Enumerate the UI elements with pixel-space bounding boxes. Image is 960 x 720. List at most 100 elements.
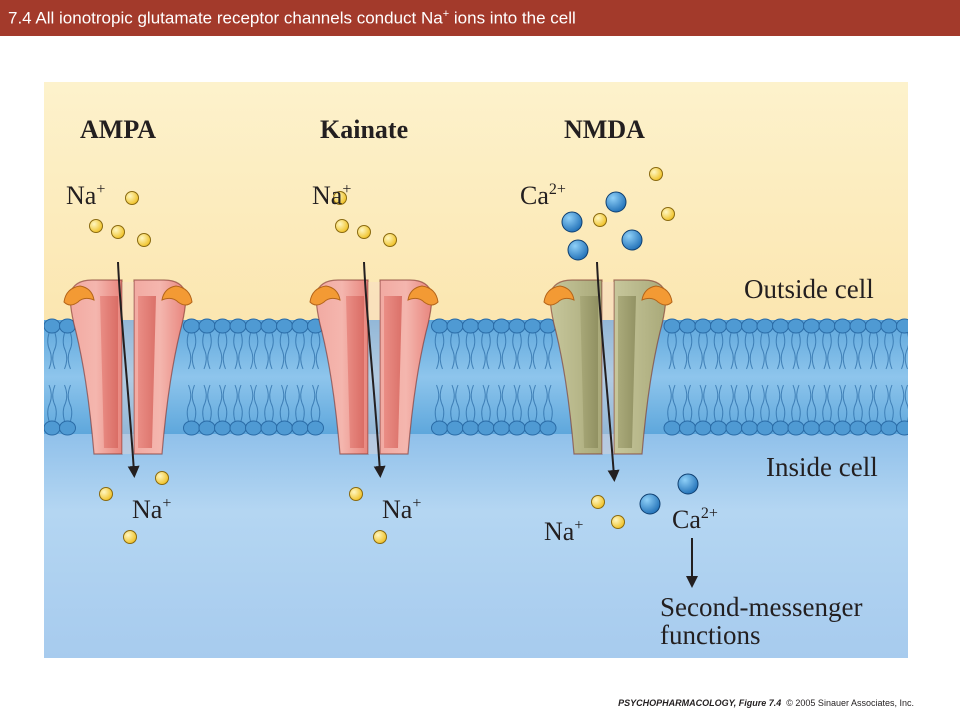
lipid-tail xyxy=(295,332,300,370)
lipid-tail xyxy=(486,332,491,370)
lipid-tail xyxy=(465,384,471,422)
lipid-head xyxy=(679,420,696,436)
lipid-tail xyxy=(310,384,316,422)
lipid-tail xyxy=(548,384,553,422)
lipid-head xyxy=(787,420,805,436)
lipid-tail xyxy=(284,332,290,370)
extracellular-space xyxy=(44,82,908,322)
lipid-head xyxy=(710,318,727,334)
lipid-tail xyxy=(796,384,801,422)
lipid-tail xyxy=(842,332,848,370)
lipid-tail xyxy=(47,332,52,370)
lipid-tail xyxy=(512,384,517,422)
lipid-head xyxy=(663,420,681,436)
lipid-tail xyxy=(470,384,476,422)
lipid-head xyxy=(446,420,464,436)
lipid-tail xyxy=(780,384,786,422)
calcium-ion xyxy=(677,473,699,495)
calcium-ion xyxy=(605,191,627,213)
lipid-tail xyxy=(439,384,445,422)
lipid-tail xyxy=(269,332,274,370)
lipid-head xyxy=(849,318,867,334)
lipid-tail xyxy=(760,332,765,370)
sodium-ion xyxy=(649,167,663,181)
lipid-tail xyxy=(811,384,817,422)
kainate-flow-arrow xyxy=(363,261,386,478)
lipid-tail xyxy=(501,332,507,370)
lipid-head xyxy=(741,318,758,334)
lipid-head xyxy=(291,318,309,334)
lipid-tail xyxy=(667,384,672,422)
slide-title: 7.4 All ionotropic glutamate receptor ch… xyxy=(8,8,576,28)
lipid-tail xyxy=(439,332,445,370)
lipid-tail xyxy=(279,332,285,370)
sodium-ion xyxy=(593,213,607,227)
lipid-tail xyxy=(238,384,243,422)
lipid-head xyxy=(446,318,464,334)
lipid-tail xyxy=(765,384,770,422)
lipid-head xyxy=(787,318,805,334)
lipid-head xyxy=(772,420,789,436)
lipid-tail xyxy=(868,332,874,370)
ampa-heading: AMPA xyxy=(80,115,156,144)
lipid-tail xyxy=(67,332,73,370)
sodium-ion xyxy=(349,487,363,501)
lipid-head xyxy=(431,318,448,334)
lipid-head xyxy=(431,420,448,436)
lipid-tail xyxy=(760,384,765,422)
lipid-tail xyxy=(207,332,212,370)
lipid-tail xyxy=(532,384,538,422)
lipid-tail xyxy=(248,332,254,370)
lipid-tail xyxy=(238,332,243,370)
lipid-tail xyxy=(434,332,440,370)
lipid-tail xyxy=(837,332,843,370)
sodium-ion xyxy=(661,207,675,221)
lipid-tail xyxy=(687,384,693,422)
lipid-tail xyxy=(791,332,796,370)
lipid-head xyxy=(307,420,324,436)
lipid-tail xyxy=(186,332,192,370)
lipid-tail xyxy=(450,384,455,422)
sodium-ion xyxy=(591,495,605,509)
lipid-head xyxy=(741,420,758,436)
lipid-tail xyxy=(806,332,812,370)
lipid-head xyxy=(849,420,867,436)
lipid-head xyxy=(818,318,836,334)
lipid-tail xyxy=(532,332,538,370)
lipid-tail xyxy=(698,332,703,370)
lipid-tail xyxy=(718,384,724,422)
lipid-tail xyxy=(315,332,321,370)
lipid-tail xyxy=(450,332,455,370)
lipid-tail xyxy=(858,332,863,370)
lipid-head xyxy=(865,420,882,436)
lipid-head xyxy=(539,420,557,436)
lipid-tail xyxy=(837,384,843,422)
calcium-ion xyxy=(639,493,661,515)
lipid-tail xyxy=(202,384,207,422)
calcium-ion xyxy=(621,229,643,251)
lipid-tail xyxy=(672,384,677,422)
lipid-head xyxy=(834,318,851,334)
lipid-head xyxy=(260,318,278,334)
lipid-head xyxy=(183,420,200,436)
lipid-head xyxy=(214,420,231,436)
lipid-head xyxy=(725,318,743,334)
lipid-tail xyxy=(233,332,238,370)
lipid-tail xyxy=(873,332,879,370)
lipid-tail xyxy=(310,332,316,370)
lipid-tail xyxy=(222,332,228,370)
lipid-head xyxy=(524,318,541,334)
lipid-tail xyxy=(718,332,724,370)
lipid-head xyxy=(710,420,727,436)
sodium-ion xyxy=(89,219,103,233)
lipid-tail xyxy=(233,384,238,422)
kainate-na-inside-label: Na+ xyxy=(382,495,421,524)
lipid-tail xyxy=(191,384,197,422)
ampa-na-outside-label: Na+ xyxy=(66,181,105,210)
glutamate-binding-site xyxy=(161,285,193,306)
lipid-tail xyxy=(899,332,905,370)
ampa-channel xyxy=(63,279,193,455)
lipid-tail xyxy=(904,384,908,422)
lipid-head xyxy=(756,420,774,436)
receptor-diagram: AMPA Kainate NMDA Na+ Na+ Ca2+ Na+ Na+ N… xyxy=(44,82,908,658)
